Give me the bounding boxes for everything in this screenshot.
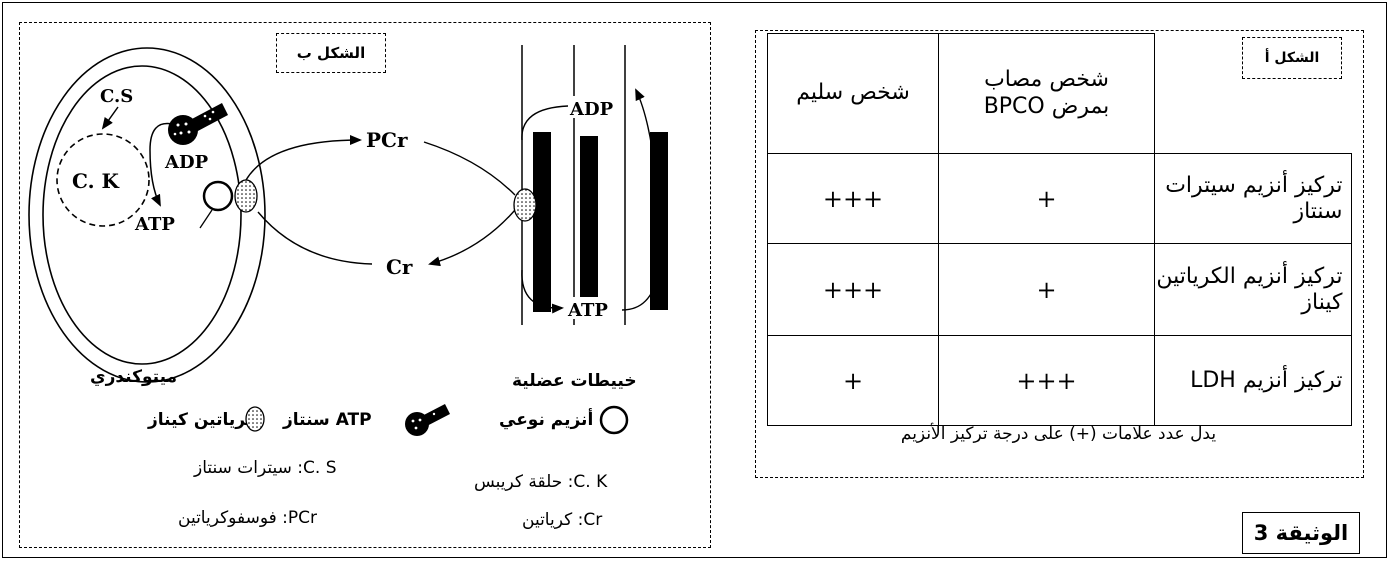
label-cr: Cr (386, 255, 413, 279)
header-healthy: شخص سليم (767, 33, 939, 154)
atp-to-adp-arrow (621, 88, 662, 311)
figure-b-diagram: C. K C.S ADP ATP PCr Cr ADP ATP (28, 45, 668, 383)
row2-label: تركيز أنزيم الكرياتين كيناز (1154, 243, 1352, 336)
cell-row1-patient: + (938, 153, 1155, 244)
label-cs: C.S (100, 86, 133, 107)
cell-row2-healthy: +++ (767, 243, 939, 336)
myofibril-thick-filaments (533, 132, 668, 316)
legend-ck-definition: C. K: حلقة كريبس (474, 472, 608, 492)
cr-arrow (428, 209, 516, 267)
row1-label: تركيز أنزيم سيترات سنتاز (1154, 153, 1352, 244)
figure-a-frame (755, 30, 1364, 478)
label-pcr: PCr (366, 128, 408, 152)
mitochondrion-label: ميتوكندري (90, 367, 178, 387)
cr-to-mito-line (257, 211, 373, 265)
row3-label: تركيز أنزيم LDH (1154, 335, 1352, 426)
legend-specific-enzyme: أنزيم نوعي (499, 410, 594, 430)
cell-row3-healthy: + (767, 335, 939, 426)
figure-b-title: الشكل ب (276, 33, 386, 73)
cell-row3-patient: +++ (938, 335, 1155, 426)
label-adp-fiber: ADP (569, 99, 614, 120)
label-atp-fiber: ATP (567, 300, 608, 321)
table-caption: يدل عدد علامات (+) على درجة تركيز الأنزي… (900, 424, 1217, 444)
adp-to-atp-arrow (149, 122, 173, 207)
creatine-kinase-legend-icon (245, 406, 265, 432)
atp-to-enzyme-line (199, 209, 213, 229)
label-atp-mito: ATP (134, 214, 175, 235)
specific-enzyme-icon (202, 180, 234, 212)
legend-pcr-definition: PCr: فوسفوكرياتين (178, 508, 317, 528)
figure-b-frame (19, 22, 711, 548)
label-atp-fiber-bg (567, 297, 619, 319)
label-adp-fiber-bg (569, 96, 621, 118)
legend-cs-definition: C. S: سيترات سنتاز (194, 458, 337, 478)
document-label: الوثيقة 3 (1242, 512, 1360, 554)
mitochondrion-inner-membrane (42, 65, 242, 365)
creatine-kinase-icon-mito (234, 179, 258, 213)
cell-row2-patient: + (938, 243, 1155, 336)
enzyme-table: شخص سليم شخص مصاب بمرض BPCO +++ + تركيز … (767, 33, 1352, 426)
atp-synthase-legend-icon (405, 404, 450, 436)
label-ck: C. K (72, 169, 119, 193)
label-adp-mito: ADP (164, 152, 209, 173)
specific-enzyme-legend-icon (599, 405, 629, 435)
myofibril-label: خييطات عضلية (512, 371, 637, 391)
adp-arrow-fiber (521, 105, 569, 141)
header-patient-text: شخص مصاب بمرض BPCO (983, 67, 1110, 119)
krebs-cycle-circle (56, 133, 150, 227)
header-empty (1154, 33, 1351, 154)
pcr-to-fiber-line (423, 141, 516, 196)
legend-atp-synthase-text: ATP سنتاز (283, 410, 372, 430)
cell-row1-healthy: +++ (767, 153, 939, 244)
creatine-kinase-icon-fiber (513, 188, 537, 222)
atp-synthase-icon (168, 103, 228, 145)
mitochondrion-outer-membrane (28, 47, 266, 383)
legend-cr-definition: Cr: كرياتين (522, 510, 603, 530)
cs-arrow (101, 106, 119, 130)
header-patient: شخص مصاب بمرض BPCO (938, 33, 1155, 154)
header-healthy-text: شخص سليم (796, 80, 910, 106)
pcr-arrow (245, 135, 362, 181)
legend-creatine-kinase: كرياتين كيناز (148, 410, 256, 430)
document-label-text: الوثيقة 3 (1253, 521, 1349, 545)
atp-arrow-fiber (521, 269, 564, 314)
legend-atp-synthase: ATP سنتاز (283, 410, 372, 430)
